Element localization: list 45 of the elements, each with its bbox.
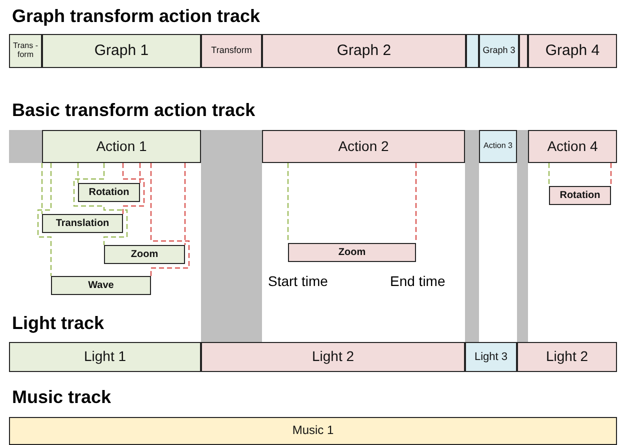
time-label: Start time: [268, 273, 328, 289]
gap-bar: [517, 130, 528, 342]
light-block: Light 2: [517, 342, 617, 372]
light-block: Light 2: [201, 342, 465, 372]
guide-line: [184, 163, 186, 245]
music-block: Music 1: [9, 417, 617, 445]
guide-line: [37, 163, 52, 276]
clip-block: Trans -form: [9, 34, 42, 68]
transform-block: Rotation: [549, 186, 611, 205]
guide-line: [415, 163, 417, 243]
guide-line: [150, 163, 190, 276]
guide-line: [139, 163, 141, 183]
time-label: End time: [390, 273, 446, 289]
transform-block: Rotation: [78, 183, 140, 202]
gap-bar: [201, 130, 262, 342]
track-title: Basic transform action track: [12, 100, 256, 121]
action-block: Action 4: [528, 130, 617, 163]
transform-block: Wave: [51, 276, 151, 295]
clip-block: Graph 2: [262, 34, 466, 68]
guide-line: [41, 163, 43, 214]
gap-bar: [9, 130, 42, 163]
clip-block: Transform: [201, 34, 262, 68]
guide-line: [610, 163, 612, 186]
track-title: Music track: [12, 387, 112, 408]
action-block: Action 1: [42, 130, 201, 163]
gap-bar: [465, 130, 479, 342]
light-block: Light 3: [465, 342, 517, 372]
track-title: Light track: [12, 313, 104, 334]
action-block: Action 3: [479, 130, 517, 163]
light-block: Light 1: [9, 342, 201, 372]
clip-block: Graph 4: [528, 34, 617, 68]
guide-line: [77, 163, 79, 183]
clip-block: Graph 1: [42, 34, 201, 68]
track-title: Graph transform action track: [12, 6, 260, 27]
clip-block: Graph 3: [479, 34, 519, 68]
guide-line: [548, 163, 550, 186]
clip-block: [519, 34, 528, 68]
transform-block: Translation: [42, 214, 123, 233]
guide-line: [287, 163, 289, 243]
guide-line: [73, 163, 128, 245]
clip-block: [466, 34, 479, 68]
action-block: Action 2: [262, 130, 465, 163]
guide-line: [122, 163, 145, 214]
transform-block: Zoom: [104, 245, 185, 264]
transform-block: Zoom: [288, 243, 416, 262]
